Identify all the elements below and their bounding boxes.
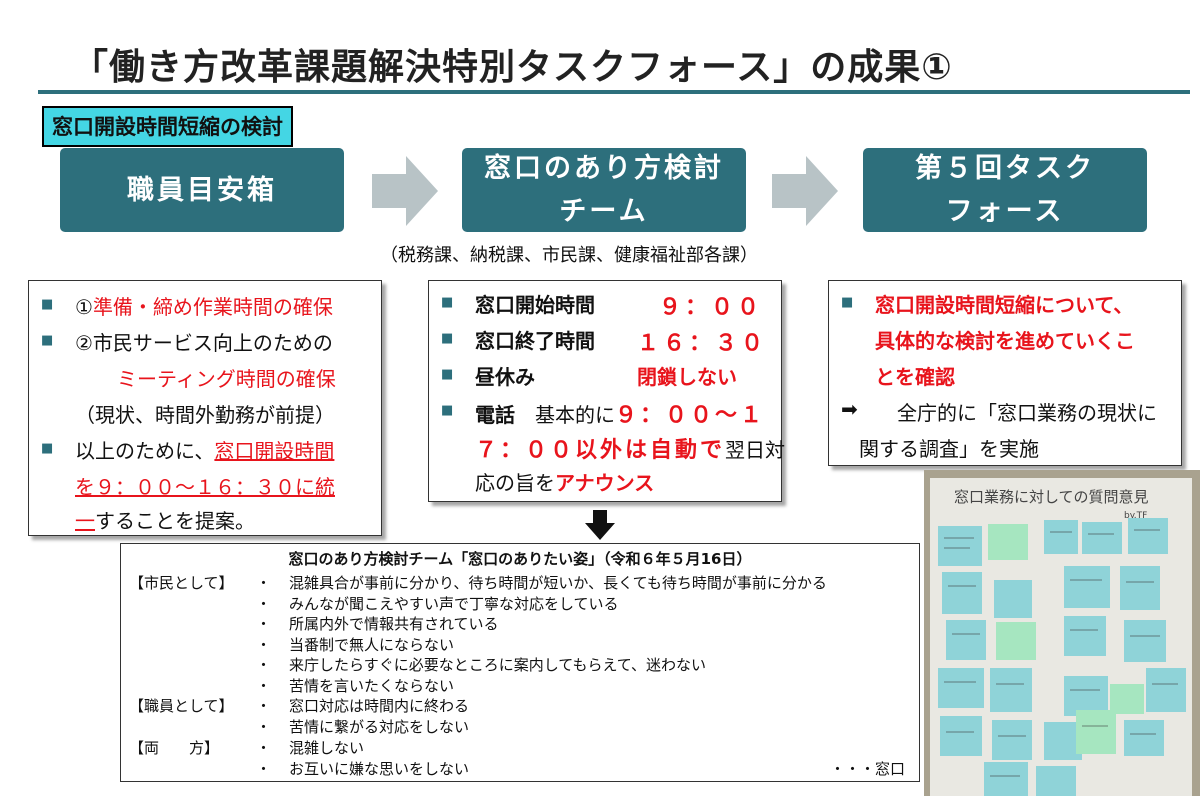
step1-label: 職員目安箱 xyxy=(127,174,277,206)
arrow-right-icon xyxy=(772,156,838,226)
list-item: お互いに嫌な思いをしない xyxy=(289,760,470,778)
signature: ・・・窓口 xyxy=(829,760,905,778)
list-item: 混雑しない xyxy=(289,739,365,757)
whiteboard-sticky-notes-image: 窓口業務に対しての質問意見 by.TF xyxy=(924,470,1200,796)
list-item: 苦情に繋がる対応をしない xyxy=(289,718,470,736)
arrow-down-icon xyxy=(585,510,615,540)
step2-label-line2: チーム xyxy=(559,196,649,227)
whiteboard-photo: 窓口業務に対しての質問意見 by.TF xyxy=(924,470,1200,796)
list-item: 苦情を言いたくならない xyxy=(289,676,455,695)
ideal-counter-box: 窓口のあり方検討チーム「窓口のありたい姿」（令和６年５月16日） 【市民として】… xyxy=(120,543,920,782)
list-item: 混雑具合が事前に分かり、待ち時間が短いか、長くても待ち時間が事前に分かる xyxy=(289,574,827,592)
category-citizen: 【市民として】 xyxy=(129,574,234,592)
task-force-result-box: ■ 窓口開設時間短縮について、 具体的な検討を進めていくこ とを確認 ➡ 全庁的… xyxy=(828,280,1182,466)
list-item: みんなが聞こえやすい声で丁寧な対応をしている xyxy=(289,594,619,613)
step3-label-line2: フォース xyxy=(945,196,1065,227)
counter-hours-box: ■ 窓口開始時間 ９：００ ■ 窓口終了時間 １６：３０ ■ 昼休み 閉鎖しない… xyxy=(428,280,785,502)
section-tag: 窓口開設時間短縮の検討 xyxy=(42,106,293,147)
step3-label-line1: 第５回タスク xyxy=(915,153,1095,184)
bullet-square-icon: ■ xyxy=(441,367,454,382)
step-staff-suggestion-box: 職員目安箱 xyxy=(60,148,344,232)
proposal-box: ■ ①準備・締め作業時間の確保 ■ ②市民サービス向上のための ミーティング時間… xyxy=(28,280,382,536)
bullet-square-icon: ■ xyxy=(441,331,454,346)
list-item: 当番制で無人にならない xyxy=(289,635,455,654)
page-title: 「働き方改革課題解決特別タスクフォース」の成果① xyxy=(72,47,953,88)
step-counter-review-team: 窓口のあり方検討 チーム xyxy=(462,148,746,232)
step2-label-line1: 窓口のあり方検討 xyxy=(484,153,724,184)
arrow-right-icon: ➡ xyxy=(841,397,858,421)
department-note: （税務課、納税課、市民課、健康福祉部各課） xyxy=(380,245,758,266)
list-item: 所属内外で情報共有されている xyxy=(289,615,499,633)
step-fifth-task-force: 第５回タスク フォース xyxy=(863,148,1147,232)
list-item: 来庁したらすぐに必要なところに案内してもらえて、迷わない xyxy=(289,656,707,674)
bullet-square-icon: ■ xyxy=(441,295,454,310)
title-divider xyxy=(38,90,1190,94)
bullet-square-icon: ■ xyxy=(41,441,54,456)
ideal-counter-title: 窓口のあり方検討チーム「窓口のありたい姿」（令和６年５月16日） xyxy=(288,550,752,568)
bullet-square-icon: ■ xyxy=(41,297,54,312)
photo-sub: by.TF xyxy=(1124,511,1147,521)
bullet-square-icon: ■ xyxy=(841,295,854,310)
list-item: 窓口対応は時間内に終わる xyxy=(289,697,470,715)
bullet-square-icon: ■ xyxy=(41,333,54,348)
category-staff: 【職員として】 xyxy=(129,697,234,715)
bullet-square-icon: ■ xyxy=(441,403,454,418)
category-both: 【両 方】 xyxy=(129,739,220,757)
arrow-right-icon xyxy=(372,156,438,226)
photo-heading: 窓口業務に対しての質問意見 xyxy=(954,488,1149,506)
